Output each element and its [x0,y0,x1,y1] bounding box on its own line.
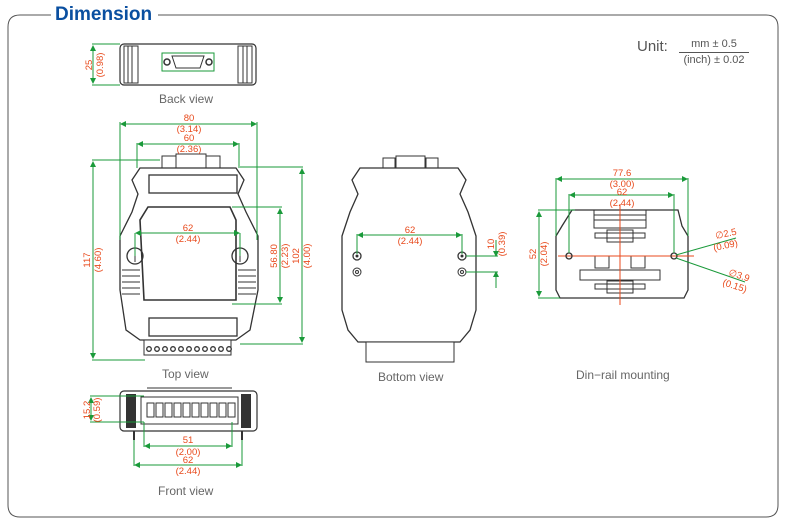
front-view: 15.2 (0.59) 51 (2.00) 62 (2.44) [82,387,258,477]
unit-fraction: mm ± 0.5 (inch) ± 0.02 [679,38,749,67]
bottom-hole-offset-mm: 10 [486,239,497,250]
top-hole-spacing-mm: 62 [183,223,194,234]
top-window-height-in: (2.23) [280,244,291,269]
front-view-caption: Front view [158,484,214,498]
unit-legend: Unit: mm ± 0.5 (inch) ± 0.02 [637,38,749,66]
back-view-caption: Back view [159,92,214,106]
back-view: 25 (0.98) [84,43,257,86]
top-height-total-mm: 117 [82,252,93,267]
top-width-outer-in: (3.14) [177,124,202,135]
top-view: 80 (3.14) 60 (2.36) 62 (2.44) 117 (4.60)… [82,113,313,361]
bottom-view: 62 (2.44) 10 (0.39) [341,155,508,363]
dinrail-width-in: (3.00) [610,179,635,190]
dinrail-view-caption: Din−rail mounting [576,368,670,382]
unit-mm-tolerance: mm ± 0.5 [679,38,749,53]
unit-label: Unit: [637,38,668,55]
top-height-total-in: (4.60) [93,248,104,273]
top-width-inner-in: (2.36) [177,144,202,155]
top-body-height-mm: 102 [291,248,302,264]
dinrail-hole-spacing-mm: 62 [617,187,628,198]
top-width-outer-mm: 80 [184,113,195,124]
front-pin-spacing-in: (2.44) [176,466,201,477]
front-terminal-width-in: (2.00) [176,447,201,458]
dinrail-hole-small-mm: ∅2.5 [714,227,737,242]
front-terminal-width-mm: 51 [183,435,194,446]
bottom-hole-offset-in: (0.39) [497,232,508,257]
page-title: Dimension [51,4,157,26]
top-width-inner-mm: 60 [184,133,195,144]
bottom-hole-spacing-in: (2.44) [398,236,423,247]
bottom-view-caption: Bottom view [378,370,444,384]
dinrail-hole-small-in: (0.09) [712,238,739,254]
dinrail-width-mm: 77.6 [613,168,632,179]
dinrail-hole-spacing-in: (2.44) [610,198,635,209]
dinrail-view: 77.6 (3.00) 62 (2.44) 52 (2.04) ∅2.5 (0.… [528,168,751,305]
front-height-in: (0.59) [92,398,103,423]
dinrail-height-in: (2.04) [539,242,550,267]
front-pin-spacing-mm: 62 [183,455,194,466]
bottom-hole-spacing-mm: 62 [405,225,416,236]
top-view-caption: Top view [162,367,209,381]
top-window-height-mm: 56.80 [269,244,280,268]
back-height-in: (0.98) [95,53,106,78]
top-body-height-in: (4.00) [302,244,313,269]
front-height-mm: 15.2 [82,401,93,420]
top-hole-spacing-in: (2.44) [176,234,201,245]
back-height-mm: 25 [84,60,95,71]
dinrail-height-mm: 52 [528,249,539,260]
unit-inch-tolerance: (inch) ± 0.02 [683,54,745,66]
